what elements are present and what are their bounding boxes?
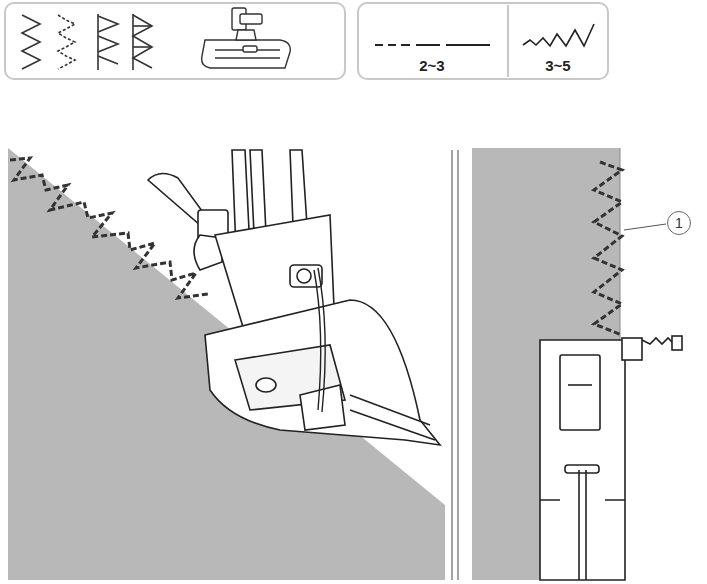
fabric xyxy=(8,148,445,580)
setting-cell: 2~3 xyxy=(415,57,448,75)
callout-number: 1 xyxy=(667,211,691,235)
panel-divider xyxy=(507,5,509,77)
presser-foot xyxy=(540,336,682,580)
setting-panel xyxy=(358,3,608,79)
stitch-panel xyxy=(5,3,345,79)
divider xyxy=(457,150,458,580)
length-icon xyxy=(375,44,490,46)
foot-icon xyxy=(202,8,291,68)
stitch-icons xyxy=(22,14,152,70)
setting-value: 3~5 xyxy=(545,57,570,74)
thread xyxy=(314,268,325,412)
overcast-stitches xyxy=(10,158,208,298)
setting-cell: 3~5 xyxy=(541,57,574,75)
divider xyxy=(451,150,452,580)
leader-line xyxy=(624,224,666,230)
width-icon xyxy=(523,24,594,46)
overcast-stitches xyxy=(594,162,622,335)
setting-value: 2~3 xyxy=(419,57,444,74)
presser-foot xyxy=(148,150,440,445)
